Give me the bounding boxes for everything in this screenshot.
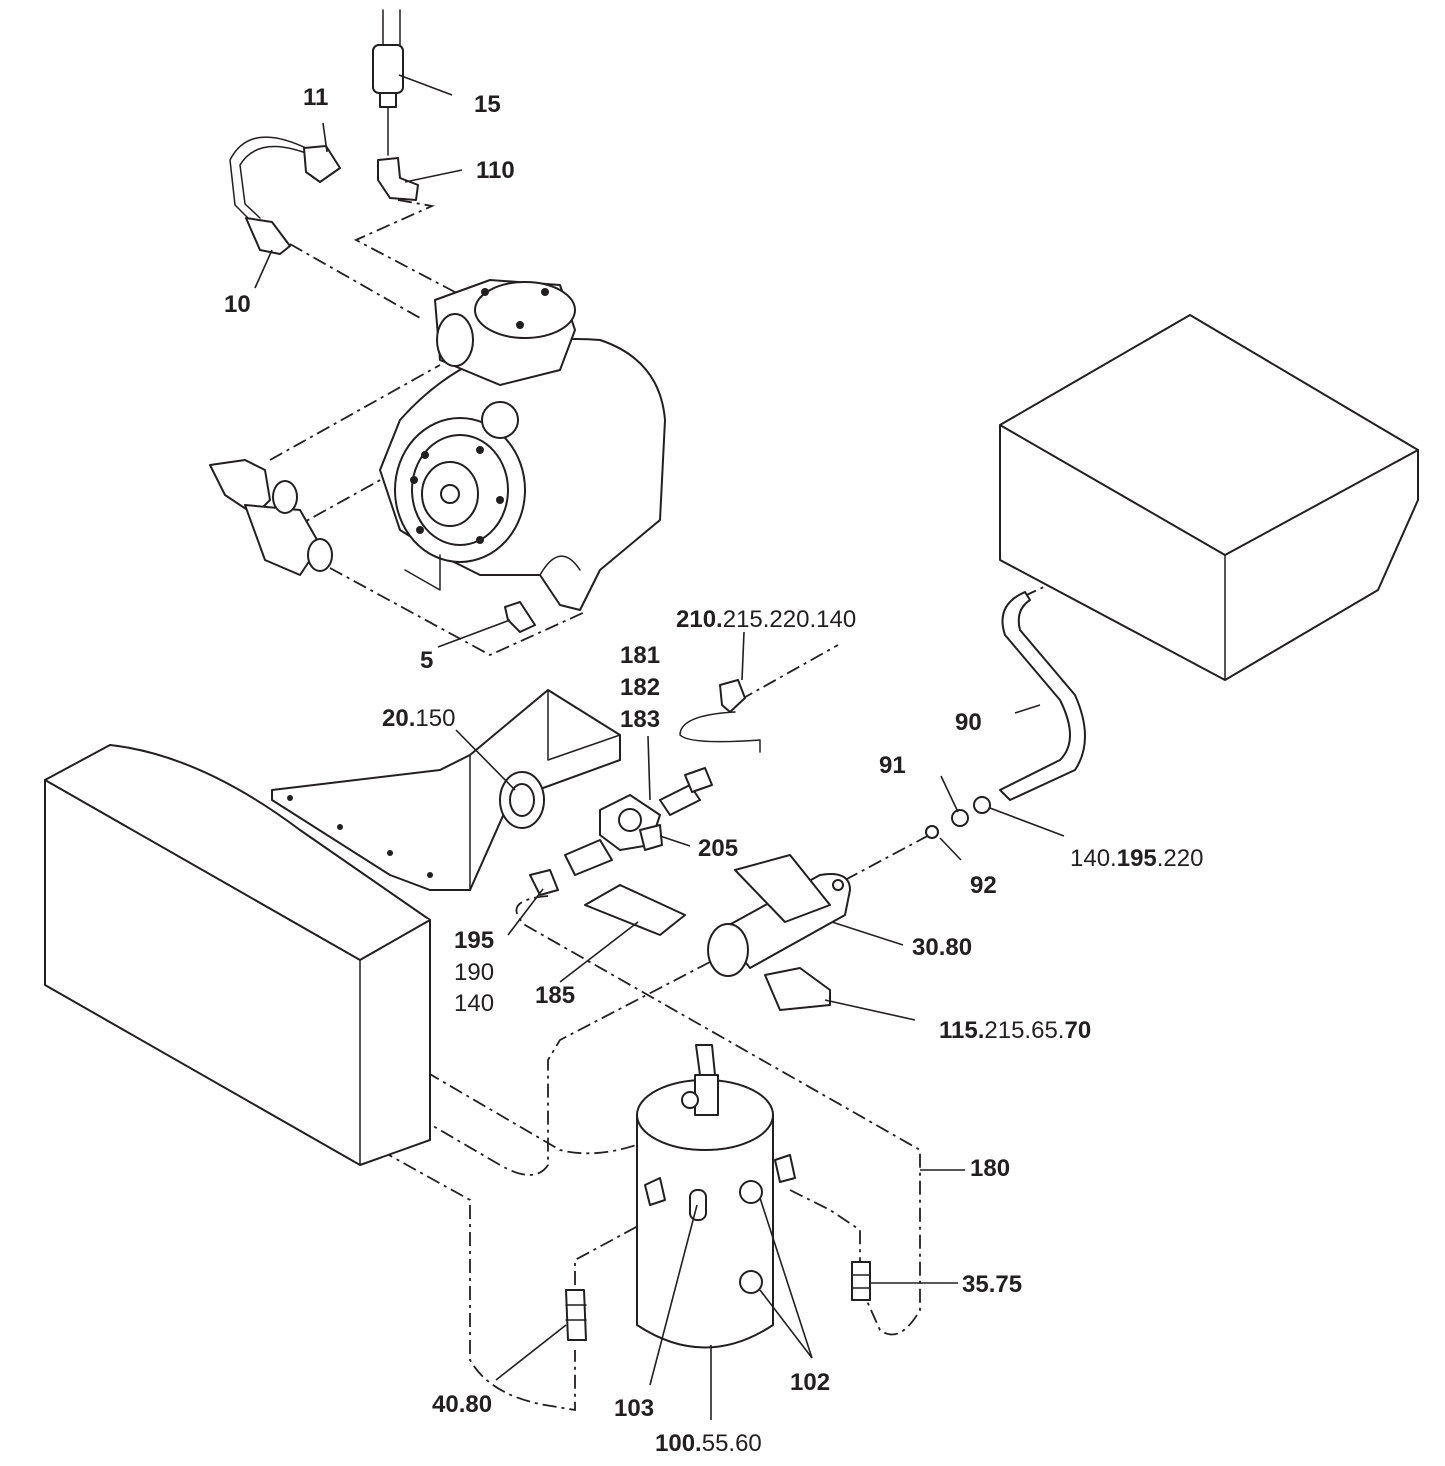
label-185: 185 [535,982,575,1009]
leader-lines [254,74,1065,1420]
label-30-80: 30.80 [912,934,972,961]
label-102: 102 [790,1369,830,1396]
right-block [999,314,1419,681]
label-183: 183 [620,706,660,733]
left-block [44,744,431,1166]
hydraulic-lines [269,199,1086,1412]
inline-filter [707,854,851,1011]
label-140-195-220: 140.195.220 [1070,845,1203,872]
label-182: 182 [620,674,660,701]
label-5: 5 [420,647,433,674]
label-190: 190 [454,959,494,986]
label-103: 103 [614,1395,654,1422]
part-labels: 11 15 110 10 5 210.215.220.140 181 182 1… [224,84,1203,1457]
label-210: 210.215.220.140 [676,606,856,633]
hydraulic-pump [379,279,666,611]
bulkhead-fitting-right [851,1261,871,1301]
label-181: 181 [620,642,660,669]
label-180: 180 [970,1155,1010,1182]
port-fittings [209,459,333,576]
mounting-bracket [271,689,621,891]
label-90: 90 [955,709,982,736]
accumulator-tank [636,1044,796,1349]
pressure-switch [372,9,404,156]
label-205: 205 [698,835,738,862]
label-11: 11 [303,84,328,111]
label-40-80: 40.80 [432,1391,492,1418]
label-91: 91 [879,752,906,779]
label-92: 92 [970,872,997,899]
label-110: 110 [476,157,515,184]
sensor-cable [229,136,341,255]
label-20: 20.150 [382,705,455,732]
elbow-fitting [377,157,419,201]
bulkhead-fitting-left [565,1289,587,1341]
label-195: 195 [454,927,494,954]
bleed-fitting [504,601,536,633]
mounting-plate [584,884,686,936]
label-115: 115.215.65.70 [939,1017,1091,1044]
label-35-75: 35.75 [962,1271,1022,1298]
label-15: 15 [474,91,501,118]
label-140: 140 [454,990,494,1017]
flex-hose [999,591,1086,801]
hose-clamps [925,796,991,839]
label-100: 100.55.60 [655,1430,762,1457]
valve-assembly [529,679,761,896]
label-10: 10 [224,291,251,318]
